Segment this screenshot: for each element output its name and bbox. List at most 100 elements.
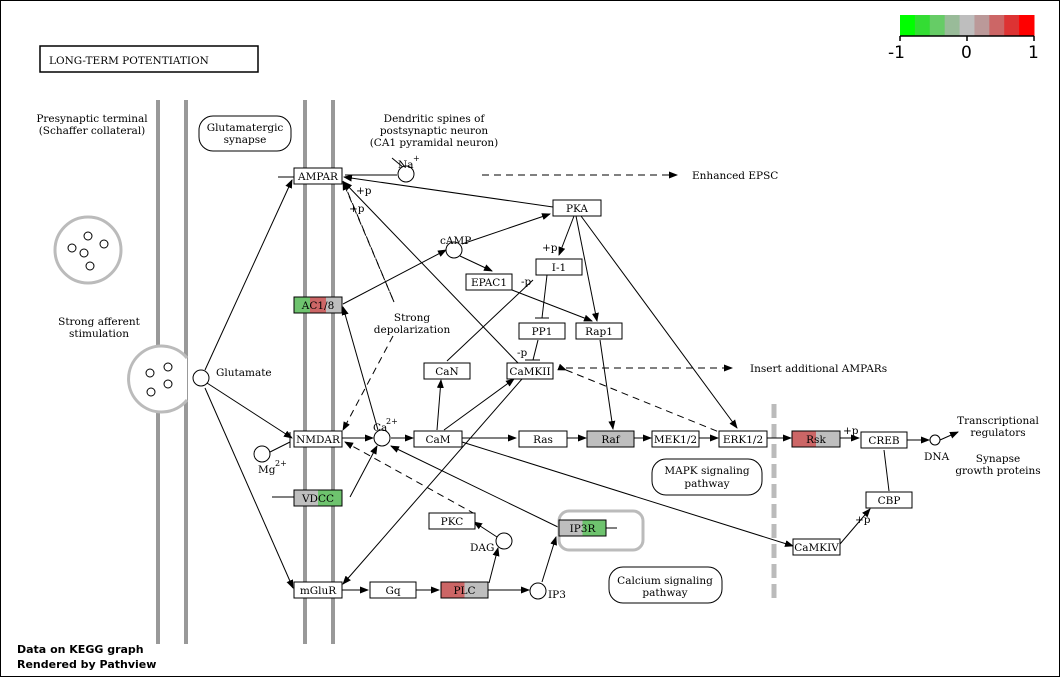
gene-node-cam[interactable]: CaM (413, 430, 463, 448)
vesicle-top (53, 215, 123, 285)
gene-node-fill (310, 297, 327, 313)
gene-node-box (718, 430, 768, 448)
gene-node-pkc[interactable]: PKC (428, 512, 476, 530)
minus-p-label-i1: -p (521, 276, 532, 288)
gene-node-label: PP1 (532, 326, 553, 338)
gene-node-label: CaMKIV (794, 542, 839, 554)
gene-node-vdcc[interactable]: VDCC (293, 489, 343, 507)
gene-node-fill (441, 582, 465, 598)
gene-node-erk12[interactable]: ERK1/2 (718, 430, 768, 448)
gene-node-label: CaM (425, 434, 450, 446)
gene-node-box (293, 489, 343, 507)
gene-node-box (293, 167, 343, 185)
gene-node-box (518, 430, 568, 448)
legend-swatch (1004, 15, 1020, 36)
gene-node-label: I-1 (552, 262, 566, 274)
gene-node-label: mGluR (300, 585, 337, 597)
mg-label-sup: 2+ (275, 459, 287, 468)
gene-node-label: VDCC (301, 493, 334, 505)
gene-node-box (506, 362, 554, 380)
gene-node-label: NMDAR (296, 434, 341, 446)
gene-node-box (440, 581, 489, 599)
gene-node-label: EPAC1 (471, 277, 507, 289)
gene-node-creb[interactable]: CREB (860, 431, 908, 449)
legend-swatch (914, 15, 931, 36)
camp-compound (445, 241, 463, 259)
compounds (192, 165, 941, 600)
gene-node-label: AMPAR (297, 171, 339, 183)
gene-node-box (791, 430, 841, 448)
glutamatergic-label-1: Glutamatergic (207, 122, 284, 134)
gene-node-box (558, 519, 607, 537)
camp-label: cAMP (440, 235, 471, 247)
gene-node-label: CREB (868, 435, 900, 447)
legend-label-min: -1 (888, 43, 905, 63)
gene-node-label: MEK1/2 (654, 434, 697, 446)
mapk-pathway-label-1: MAPK signaling (664, 465, 750, 477)
enhanced-epsc-label: Enhanced EPSC (692, 170, 778, 182)
gene-node-label: Gq (385, 585, 400, 597)
presynaptic-label-2: (Schaffer collateral) (39, 125, 146, 137)
gene-node-box (518, 322, 566, 340)
gene-node-ampar[interactable]: AMPAR (293, 167, 343, 185)
gene-node-cbp[interactable]: CBP (865, 491, 913, 509)
gene-node-label: Raf (601, 434, 620, 446)
na-label: Na (398, 159, 413, 171)
gene-node-nmdar[interactable]: NMDAR (293, 430, 343, 448)
legend-swatch (944, 15, 961, 36)
gene-node-epac1[interactable]: EPAC1 (465, 273, 513, 291)
dendritic-label-1: Dendritic spines of (384, 113, 486, 125)
gene-node-fill (582, 520, 607, 536)
gene-node-ac18[interactable]: AC1/8 (293, 296, 343, 314)
gene-node-pp1[interactable]: PP1 (518, 322, 566, 340)
gene-node-box (651, 430, 700, 448)
gene-node-label: ERK1/2 (723, 434, 763, 446)
dna-label: DNA (924, 451, 950, 463)
pathway-title: LONG-TERM POTENTIATION (49, 55, 209, 67)
gene-node-raf[interactable]: Raf (586, 430, 635, 448)
gene-node-box (575, 322, 623, 340)
gene-node-label: CBP (878, 495, 901, 507)
gene-node-label: CaMKII (509, 366, 550, 378)
gene-node-label: CaN (435, 366, 458, 378)
ca-label-sup: 2+ (386, 417, 398, 426)
plus-p-label-camkiv: +p (855, 514, 871, 526)
gene-node-label: IP3R (570, 523, 597, 535)
gene-node-fill (559, 520, 583, 536)
strong-afferent-label-1: Strong afferent (58, 316, 141, 328)
gene-node-plc[interactable]: PLC (440, 581, 489, 599)
gene-node-box (413, 430, 463, 448)
linked-pathways: MAPK signaling pathway Calcium signaling… (557, 458, 763, 604)
gene-node-box (293, 296, 343, 314)
insert-ampars-label: Insert additional AMPARs (750, 363, 887, 375)
gene-node-gq[interactable]: Gq (369, 581, 417, 599)
legend-swatch (929, 15, 946, 36)
gene-node-rsk[interactable]: Rsk (791, 430, 841, 448)
legend-swatch (974, 15, 990, 36)
dna-compound (929, 434, 941, 446)
mapk-pathway-label-2: pathway (684, 478, 729, 490)
gene-node-mek12[interactable]: MEK1/2 (651, 430, 700, 448)
gene-node-camkii[interactable]: CaMKII (506, 362, 554, 380)
gene-node-rap1[interactable]: Rap1 (575, 322, 623, 340)
calcium-pathway-box[interactable] (608, 566, 723, 604)
gene-node-mglur[interactable]: mGluR (293, 581, 343, 599)
gene-node-label: AC1/8 (301, 300, 335, 312)
synapse-growth-label-2: growth proteins (955, 465, 1040, 477)
mapk-pathway-box[interactable] (651, 458, 763, 496)
presynaptic-label-1: Presynaptic terminal (36, 113, 148, 125)
gene-node-can[interactable]: CaN (423, 362, 471, 380)
gene-node-i1[interactable]: I-1 (535, 258, 583, 276)
mg-label: Mg (258, 464, 276, 476)
gene-node-box (423, 362, 471, 380)
glutamate-label: Glutamate (216, 367, 272, 379)
gene-node-ip3r[interactable]: IP3R (558, 519, 607, 537)
plus-p-label-ampar-2: +p (349, 203, 365, 215)
gene-node-ras[interactable]: Ras (518, 430, 568, 448)
ca-compound (373, 429, 391, 447)
compound-labels: Na + Ca 2+ Mg 2+ cAMP DAG IP3 DNA (258, 154, 950, 601)
gene-node-camkiv[interactable]: CaMKIV (792, 538, 841, 556)
gene-node-pka[interactable]: PKA (552, 199, 602, 217)
legend-swatch (900, 15, 916, 36)
minus-p-label-camkii: -p (517, 347, 528, 359)
